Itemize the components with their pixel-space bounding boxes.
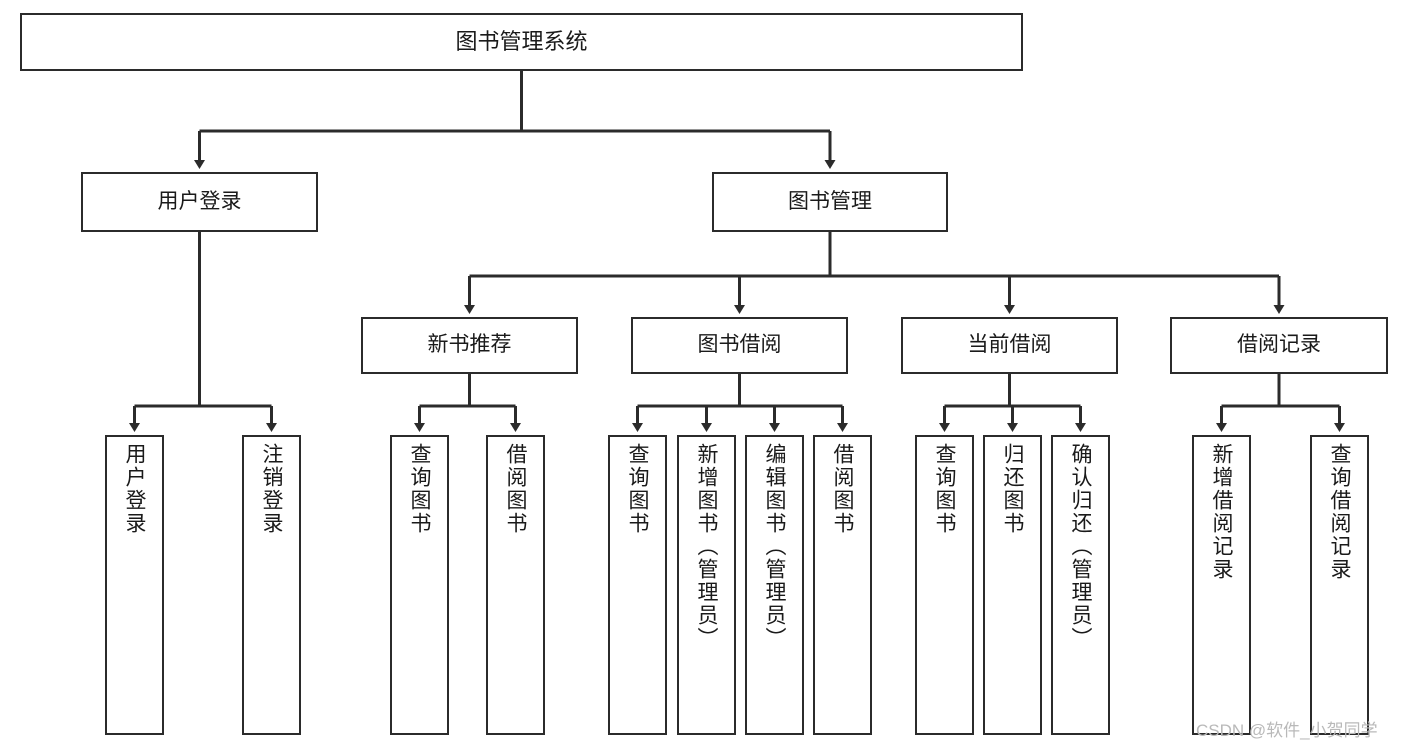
node-leaf-user-logout[interactable]: 注销登录 [242,435,301,735]
node-book-manage-label: 图书管理 [788,189,872,213]
node-leaf-cur-query[interactable]: 查询图书 [915,435,974,735]
node-leaf-borrow-add[interactable]: 新增图书（管理员） [677,435,736,735]
node-leaf-user-login[interactable]: 用户登录 [105,435,164,735]
node-leaf-borrow-edit[interactable]: 编辑图书（管理员） [745,435,804,735]
node-current-borrow-label: 当前借阅 [967,333,1052,357]
node-leaf-user-logout-label: 注销登录 [260,443,283,535]
node-leaf-rec-search[interactable]: 查询借阅记录 [1310,435,1369,735]
node-leaf-borrow-query[interactable]: 查询图书 [608,435,667,735]
node-leaf-cur-confirm-label: 确认归还（管理员） [1069,443,1092,650]
node-leaf-cur-return-label: 归还图书 [1001,443,1024,535]
node-leaf-borrow-query-label: 查询图书 [626,443,649,535]
node-leaf-user-login-label: 用户登录 [123,443,146,535]
node-leaf-rec-query-label: 查询图书 [408,443,431,535]
node-new-book-rec[interactable]: 新书推荐 [361,317,578,374]
node-book-borrow[interactable]: 图书借阅 [631,317,848,374]
node-user-login[interactable]: 用户登录 [81,172,318,232]
node-leaf-cur-return[interactable]: 归还图书 [983,435,1042,735]
node-leaf-borrow-add-label: 新增图书（管理员） [695,443,718,650]
node-leaf-borrow-edit-label: 编辑图书（管理员） [763,443,786,650]
node-user-login-label: 用户登录 [157,189,242,213]
node-leaf-cur-query-label: 查询图书 [933,443,956,535]
node-leaf-cur-confirm[interactable]: 确认归还（管理员） [1051,435,1110,735]
node-current-borrow[interactable]: 当前借阅 [901,317,1118,374]
node-leaf-borrow-lend[interactable]: 借阅图书 [813,435,872,735]
node-leaf-rec-borrow-label: 借阅图书 [504,443,527,535]
node-leaf-rec-search-label: 查询借阅记录 [1328,443,1351,581]
node-book-borrow-label: 图书借阅 [697,333,782,357]
node-leaf-rec-add[interactable]: 新增借阅记录 [1192,435,1251,735]
csdn-watermark: CSDN @软件_小贺同学 [1196,721,1378,740]
node-leaf-rec-query[interactable]: 查询图书 [390,435,449,735]
node-root[interactable]: 图书管理系统 [20,13,1023,71]
node-borrow-record-label: 借阅记录 [1237,333,1321,357]
node-leaf-borrow-lend-label: 借阅图书 [831,443,854,535]
node-borrow-record[interactable]: 借阅记录 [1170,317,1388,374]
node-new-book-rec-label: 新书推荐 [427,333,512,357]
node-book-manage[interactable]: 图书管理 [712,172,948,232]
node-root-label: 图书管理系统 [455,29,588,55]
node-leaf-rec-borrow[interactable]: 借阅图书 [486,435,545,735]
node-leaf-rec-add-label: 新增借阅记录 [1210,443,1233,581]
